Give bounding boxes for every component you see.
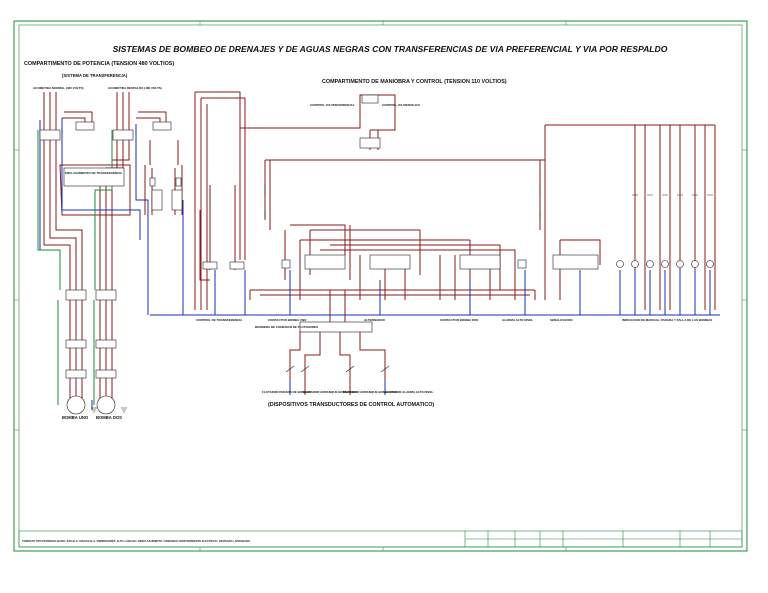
terminal-block <box>299 321 373 333</box>
pump-label-1: BOMBA UNO <box>62 415 89 420</box>
overload-pump1 <box>65 339 87 349</box>
alarm-box <box>552 254 599 270</box>
control-wiring <box>150 91 720 395</box>
ground-symbols <box>91 407 127 413</box>
transfer-relay <box>359 137 381 149</box>
contactor-normal <box>63 167 125 187</box>
selector-switch <box>361 94 379 104</box>
transformer-1 <box>151 189 163 211</box>
fuse-2 <box>175 177 182 187</box>
relay-transfer-1 <box>202 261 218 270</box>
float-label-3: FLOTADOR ARRANQUE BOMBA DOS <box>343 390 397 394</box>
thermal-pump1 <box>65 369 87 379</box>
pushbuttons <box>264 185 713 218</box>
breaker-backup <box>112 129 134 141</box>
alternator-box <box>304 254 346 270</box>
bus-label-alarm: ALARMA ALTO NIVEL <box>502 318 534 322</box>
meter-backup <box>152 121 172 131</box>
bus-label-indicators: SEÑALIZACION <box>550 318 573 322</box>
coil-2 <box>517 259 527 269</box>
terminal-block-label: BORNERA DE CONEXION DE FLOTADORES <box>255 325 319 329</box>
title-block <box>18 530 743 548</box>
control-normal-label: CONTROL VIA PREFERENCIAL <box>310 103 355 107</box>
thermal-pump2 <box>95 369 117 379</box>
power-section-label: COMPARTIMENTO DE POTENCIA (TENSION 480 V… <box>24 61 175 67</box>
overload-pump2 <box>95 339 117 349</box>
transfer-box-label: ENCLAVAMIENTO DE TRANSFERENCIA <box>65 171 123 175</box>
breaker-normal <box>39 129 61 141</box>
control-section-label: COMPARTIMENTO DE MANIOBRA Y CONTROL (TEN… <box>322 79 507 85</box>
bus-label-lamps: INDICACION DE MARCHA, PARADA Y FALLA DE … <box>622 318 713 322</box>
bus-label-alternator: ALTERNADOR <box>364 318 385 322</box>
float-label-2: FLOTADOR ARRANQUE BOMBA UNO <box>303 390 358 394</box>
bus-label-transfer: CONTROL DE TRANSFERENCIA <box>196 318 243 322</box>
pilot-lamps <box>616 260 714 268</box>
border-ticks <box>14 21 747 551</box>
pump-label-2: BOMBA DOS <box>96 415 122 420</box>
drawing-title: SISTEMAS DE BOMBEO DE DRENAJES Y DE AGUA… <box>112 44 668 54</box>
normal-meter-label: ACOMETIDA NORMAL (480 VOLTS) <box>33 86 84 90</box>
fuse-1 <box>149 177 156 187</box>
float-label-4: FLOTADOR ALARMA ALTO NIVEL <box>385 390 434 394</box>
contactor-pump2 <box>95 289 117 301</box>
transducers-section-label: (DISPOSITIVOS TRANSDUCTORES DE CONTROL A… <box>268 402 435 408</box>
power-components <box>39 121 183 415</box>
contactor-box-2 <box>459 254 501 270</box>
bus-label-pump2: CONTACTOR BOMBA DOS <box>440 318 479 322</box>
transfer-section-label: (SISTEMA DE TRANSFERENCIA) <box>62 73 128 78</box>
coil-1 <box>281 259 291 269</box>
transformer-2 <box>171 189 183 211</box>
contactor-pump1 <box>65 289 87 301</box>
bus-label-pump1: CONTACTOR BOMBA UNO <box>268 318 307 322</box>
title-block-text: FORMATO TIPO PERSONALIZADO / ESCALA: SIN… <box>22 540 250 543</box>
meter-normal <box>75 121 95 131</box>
backup-meter-label: ACOMETIDA RESPALDO (480 VOLTS) <box>108 86 162 90</box>
contactor-box-1 <box>369 254 411 270</box>
float-switches <box>285 365 390 373</box>
control-components <box>202 94 599 333</box>
motor-pump2 <box>96 395 116 415</box>
motor-pump1 <box>66 395 86 415</box>
relay-transfer-2 <box>229 261 245 270</box>
float-label-1: FLOTADOR PARADA DE BOMBAS <box>262 390 311 394</box>
control-backup-label: CONTROL VIA RESPALDO <box>382 103 420 107</box>
outer-border <box>13 20 748 552</box>
